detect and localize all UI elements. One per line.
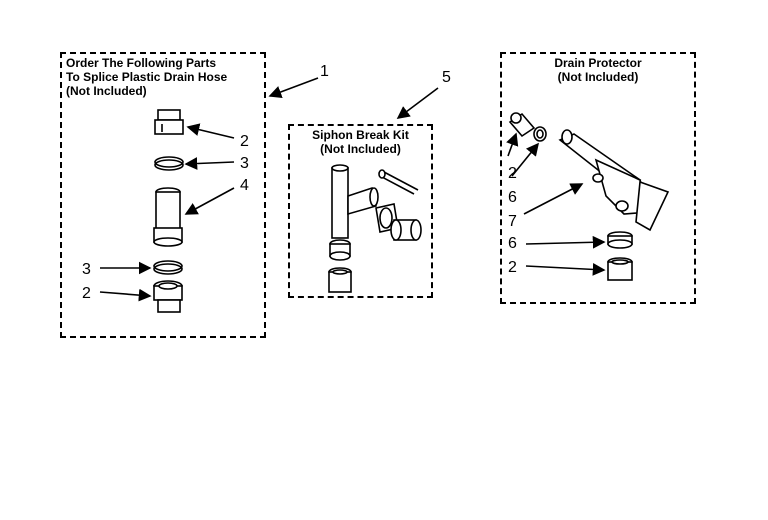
clamp-top-icon bbox=[154, 156, 184, 171]
splice-parts bbox=[153, 109, 184, 313]
drain-label-cap: 2 bbox=[508, 259, 517, 276]
clamp-bottom-icon bbox=[153, 260, 183, 275]
drain-label-washer: 6 bbox=[508, 235, 517, 252]
siphon-parts bbox=[328, 164, 422, 293]
splice-label-connector: 4 bbox=[240, 177, 249, 194]
splice-title-line-2: To Splice Plastic Drain Hose bbox=[66, 70, 228, 84]
drain-ring-icon bbox=[533, 126, 547, 142]
siphon-fitting-icon bbox=[390, 219, 422, 241]
drain-label-ring: 6 bbox=[508, 189, 517, 206]
drain-body-icon bbox=[558, 129, 670, 232]
drain-cap-icon bbox=[607, 257, 633, 281]
callout-1: 1 bbox=[320, 63, 329, 80]
splice-label-coupler-bottom: 2 bbox=[82, 285, 91, 302]
drain-title-line-2: (Not Included) bbox=[557, 70, 639, 84]
splice-title-line-3: (Not Included) bbox=[66, 84, 147, 98]
splice-label-clamp-bottom: 3 bbox=[82, 261, 91, 278]
drain-box bbox=[500, 52, 696, 304]
siphon-title-line-1: Siphon Break Kit bbox=[312, 128, 409, 142]
siphon-box bbox=[288, 124, 433, 298]
splice-box-title: Order The Following Parts To Splice Plas… bbox=[66, 56, 227, 98]
coupler-top-icon bbox=[154, 109, 184, 135]
splice-title-line-1: Order The Following Parts bbox=[66, 56, 217, 70]
drain-label-body: 7 bbox=[508, 213, 517, 230]
splice-leaders bbox=[99, 77, 319, 302]
siphon-box-title: Siphon Break Kit (Not Included) bbox=[288, 128, 433, 156]
siphon-bottom-nut-icon bbox=[329, 239, 351, 261]
drain-washer-icon bbox=[607, 231, 633, 249]
siphon-leaders bbox=[396, 87, 439, 119]
connector-tube-icon bbox=[153, 187, 183, 247]
coupler-bottom-icon bbox=[153, 280, 183, 313]
callout-5: 5 bbox=[442, 69, 451, 86]
siphon-title-line-2: (Not Included) bbox=[320, 142, 401, 156]
siphon-tee-icon bbox=[331, 164, 379, 239]
drain-title-line-1: Drain Protector bbox=[554, 56, 642, 70]
drain-parts bbox=[508, 112, 670, 281]
siphon-pin-icon bbox=[378, 169, 419, 195]
drain-label-coupler: 2 bbox=[508, 165, 517, 182]
siphon-cap-icon bbox=[328, 267, 352, 293]
splice-label-coupler-top: 2 bbox=[240, 133, 249, 150]
drain-coupler-icon bbox=[508, 112, 536, 138]
splice-box bbox=[60, 52, 266, 338]
splice-label-clamp-top: 3 bbox=[240, 155, 249, 172]
drain-box-title: Drain Protector (Not Included) bbox=[500, 56, 696, 84]
drain-leaders bbox=[506, 132, 606, 276]
